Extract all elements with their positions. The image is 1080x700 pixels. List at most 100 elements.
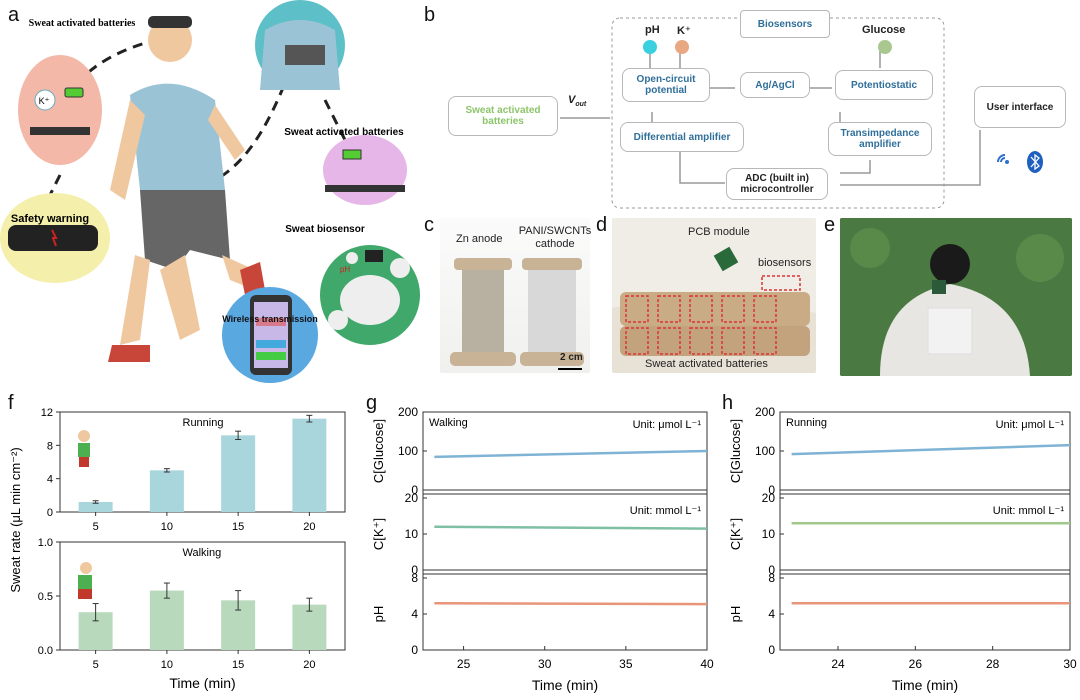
panel-label-d: d [596,214,608,236]
f-bar-f_walking [292,604,327,650]
label-safety-warning: Safety warning [11,213,89,225]
walker-icon-head [80,562,92,574]
svg-h-series-line [791,443,1071,456]
svg-g-unit: Unit: μmol L⁻¹ [633,419,702,431]
f-yticklabel-f_running: 12 [41,407,53,419]
svg-g-series-line [434,601,708,606]
svg-g-yticklabel: 200 [398,405,418,419]
svg-g-xlabel: Time (min) [532,677,598,693]
zn-anode-label: Zn anode [456,233,503,245]
ocp-box: Open-circuit potential [622,68,710,102]
f-xlabel: Time (min) [169,675,235,691]
svg-h-yticklabel: 20 [762,491,776,505]
label-sweat-biosensor: Sweat biosensor [285,224,365,235]
f-frame-f_running [59,411,346,513]
panel-label-a: a [8,4,20,26]
svg-g-series-line [434,525,708,530]
f-xticklabel-f_walking: 10 [161,659,173,671]
panel-d-photo [612,218,816,373]
svg-h-xlabel: Time (min) [892,677,958,693]
svg-g-ylabel: C[Glucose] [371,419,386,483]
k-label: K⁺ [677,25,691,37]
panel-label-e: e [824,214,836,236]
k-sensor-dot [675,40,689,54]
svg-g-series-line [434,449,708,459]
svg-h-yticklabel: 4 [768,607,775,621]
svg-g-xticklabel: 30 [538,657,552,671]
svg-h-unit: Unit: μmol L⁻¹ [996,419,1065,431]
svg-g-xticklabel: 40 [700,657,714,671]
runner-icon-legs [79,457,89,467]
svg-h-yticklabel: 0 [768,643,775,657]
label-k-plus: K⁺ [39,96,50,106]
walker-icon-body [78,575,92,589]
panel-e-photo [840,218,1072,376]
svg-g-yticklabel: 100 [398,444,418,458]
label-wireless: Wireless transmission [222,314,317,324]
svg-h-xticklabel: 24 [831,657,845,671]
svg-h-ylabel: C[Glucose] [728,419,743,483]
f-bar-f_running [78,502,113,512]
svg-g-yticklabel: 0 [411,563,418,577]
batteries-photo-label: Sweat activated batteries [645,358,768,370]
svg-h-xticklabel: 30 [1063,657,1077,671]
f-title-f_walking: Walking [183,547,222,559]
wireless-bluetooth-icon [997,151,1043,173]
scale-bar-label: 2 cm [560,352,583,363]
svg-g-yticklabel: 0 [411,483,418,497]
vout-label: Vout [568,94,587,109]
f-title-f_running: Running [183,417,224,429]
f-yticklabel-f_running: 8 [47,440,53,452]
svg-h-ylabel: C[K⁺] [728,518,743,550]
svg-h-ylabel: pH [728,606,743,623]
f-xticklabel-f_running: 5 [93,521,99,533]
runner-icon-head [78,430,90,442]
svg-g-yticklabel: 0 [411,643,418,657]
svg-h-unit: Unit: mmol L⁻¹ [993,505,1065,517]
svg-h-title: Running [786,417,827,429]
ph-sensor-dot [643,40,657,54]
potentiostatic-box: Potentiostatic [835,70,933,100]
svg-h-yticklabel: 0 [768,483,775,497]
svg-g-frame [422,411,708,651]
f-yticklabel-f_running: 0 [47,507,53,519]
svg-g-yticklabel: 8 [411,571,418,585]
f-ylabel: Sweat rate (μL min cm⁻²) [8,447,23,592]
f-xticklabel-f_walking: 15 [232,659,244,671]
walker-icon-legs [78,589,92,599]
f-yticklabel-f_running: 4 [47,474,53,486]
panel-label-g: g [366,392,378,414]
transimpedance-box: Transimpedance amplifier [828,122,932,156]
biosensors-photo-label: biosensors [758,257,812,269]
svg-h-yticklabel: 200 [755,405,775,419]
svg-h-xticklabel: 26 [909,657,923,671]
panel-label-b: b [424,4,436,26]
panel-f-chart: Sweat rate (μL min cm⁻²) Running 0 4 8 12 5 10… [8,407,346,691]
panel-c-photo [440,218,590,373]
biosensors-box: Biosensors [740,10,830,38]
label-sweat-batteries-top: Sweat activated batteries [29,18,136,29]
svg-h-yticklabel: 10 [762,527,776,541]
svg-h-yticklabel: 8 [768,571,775,585]
agagcl-box: Ag/AgCl [740,72,810,98]
glucose-label: Glucose [862,24,906,36]
batteries-box: Sweat activated batteries [448,96,558,136]
svg-g-ylabel: C[K⁺] [371,518,386,550]
glucose-sensor-dot [878,40,892,54]
label-ph-sensor: pH [340,265,350,274]
f-yticklabel-f_walking: 0.5 [38,591,53,603]
label-sweat-batteries-right: Sweat activated batteries [284,127,404,138]
f-bar-f_running [221,435,256,512]
diff-amp-box: Differential amplifier [620,122,744,152]
f-yticklabel-f_walking: 1.0 [38,537,53,549]
ph-label: pH [645,24,660,36]
svg-g-title: Walking [429,417,468,429]
user-interface-box: User interface [974,86,1066,128]
panel-a-illustration: Sweat activated batteries Sweat activate… [0,0,420,383]
svg-g-yticklabel: 10 [405,527,419,541]
f-yticklabel-f_walking: 0.0 [38,645,53,657]
label-sweat-batteries-top-text: Sweat activated batteries [29,18,136,29]
svg-g-yticklabel: 20 [405,491,419,505]
